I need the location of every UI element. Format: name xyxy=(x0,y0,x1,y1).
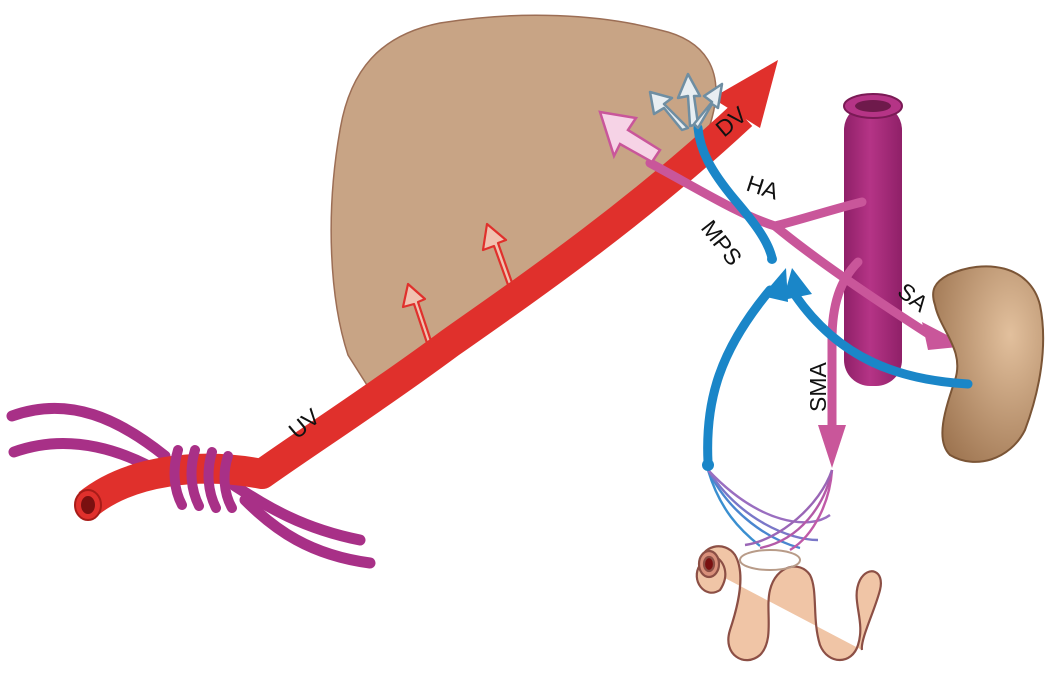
label-ha: HA xyxy=(743,170,782,205)
aorta xyxy=(844,94,902,386)
mesenteric-vein-end xyxy=(702,459,714,471)
mesenteric-vessels xyxy=(708,470,832,550)
label-mps: MPS xyxy=(696,215,747,270)
spleen xyxy=(933,266,1043,462)
intestine xyxy=(697,546,881,660)
mps-end xyxy=(767,254,777,264)
umbilical-vein-lumen-inner xyxy=(81,496,95,514)
portal-arrowhead-right xyxy=(783,268,812,300)
sma-arrowhead xyxy=(818,425,846,468)
label-sma: SMA xyxy=(805,362,831,413)
